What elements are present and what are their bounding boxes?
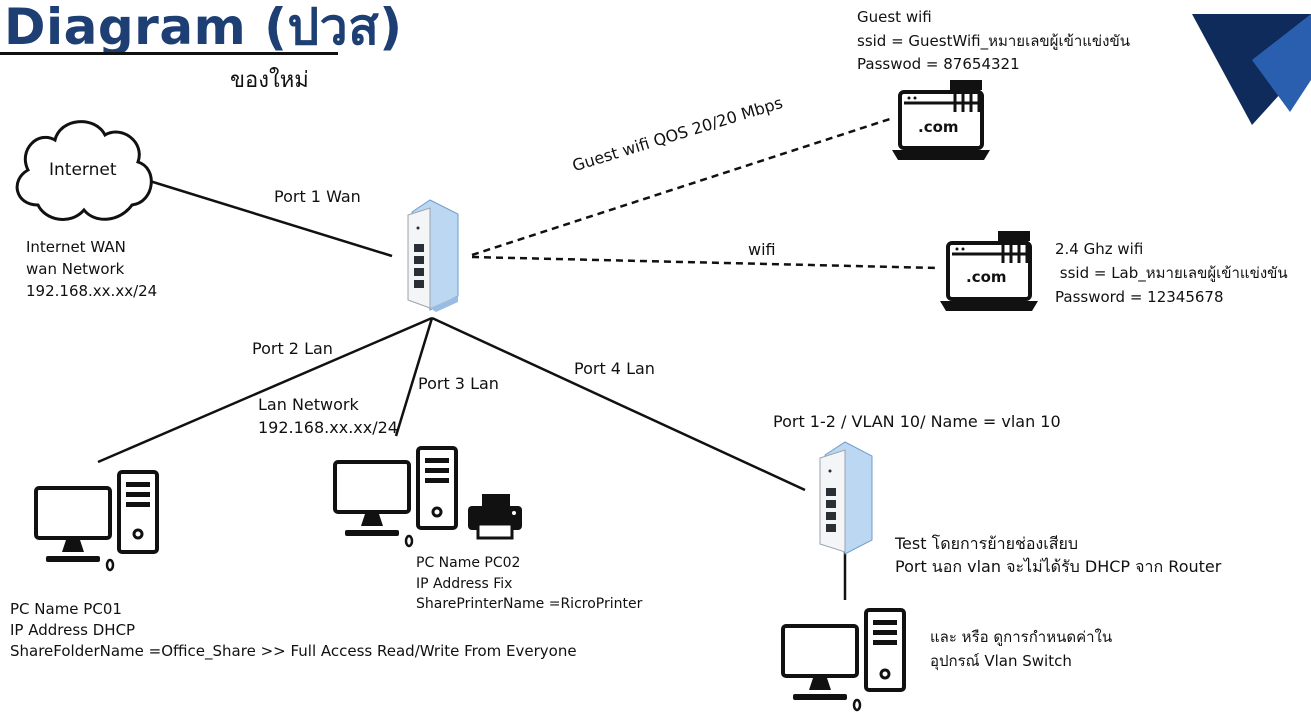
guest-laptop-text: .com bbox=[918, 118, 959, 136]
internet-info-line: wan Network bbox=[26, 260, 125, 278]
port3-link-label: Port 3 Lan bbox=[418, 374, 499, 393]
vlan-test-note-line: Test โดยการย้ายช่องเสียบ bbox=[895, 534, 1078, 553]
main-router-icon bbox=[407, 199, 459, 312]
wan-link-label: Port 1 Wan bbox=[274, 187, 361, 206]
title-underline bbox=[0, 52, 338, 55]
lab-laptop-icon bbox=[940, 231, 1038, 311]
wan-link-line bbox=[139, 176, 393, 258]
lan-network-subnet: 192.168.xx.xx/24 bbox=[258, 418, 398, 437]
pc02-info-line: IP Address Fix bbox=[416, 576, 513, 592]
internet-cloud-label: Internet bbox=[49, 160, 117, 180]
pc02-computer-icon bbox=[333, 446, 458, 548]
pc02-info-line: PC Name PC02 bbox=[416, 555, 521, 571]
port3-link-line bbox=[394, 317, 434, 437]
internet-info-line: 192.168.xx.xx/24 bbox=[26, 282, 158, 300]
vlan-switch-icon bbox=[819, 441, 873, 555]
lab-laptop-text: .com bbox=[966, 268, 1007, 286]
port2-link-label: Port 2 Lan bbox=[252, 339, 333, 358]
lab-wifi-link-label: wifi bbox=[748, 240, 776, 259]
guest-wifi-info-line: Guest wifi bbox=[857, 8, 932, 26]
pc01-computer-icon bbox=[34, 470, 159, 572]
guest-wifi-link-line bbox=[471, 116, 894, 257]
page-subtitle: ของใหม่ bbox=[230, 68, 309, 93]
vlan-config-note-line: และ หรือ ดูการกำหนดค่าใน bbox=[930, 628, 1113, 646]
page-title: Diagram (ปวส) bbox=[4, 0, 403, 56]
corner-triangle-light bbox=[1252, 14, 1311, 112]
vlan-switch-label: Port 1-2 / VLAN 10/ Name = vlan 10 bbox=[773, 412, 1061, 431]
pc01-info-line: ShareFolderName =Office_Share >> Full Ac… bbox=[10, 642, 577, 660]
guest-wifi-info-line: ssid = GuestWifi_หมายเลขผู้เข้าแข่งขัน bbox=[857, 32, 1131, 50]
pc01-info-line: IP Address DHCP bbox=[10, 621, 136, 639]
guest-laptop-icon bbox=[892, 80, 990, 160]
lab-wifi-info-line: Password = 12345678 bbox=[1055, 288, 1224, 306]
guest-wifi-info-line: Passwod = 87654321 bbox=[857, 55, 1020, 73]
internet-info-line: Internet WAN bbox=[26, 238, 126, 256]
lab-wifi-info-line: ssid = Lab_หมายเลขผู้เข้าแข่งขัน bbox=[1055, 264, 1288, 282]
lan-network-label: Lan Network bbox=[258, 395, 359, 414]
port2-link-line bbox=[97, 316, 433, 464]
pc01-info-line: PC Name PC01 bbox=[10, 600, 122, 618]
port4-link-label: Port 4 Lan bbox=[574, 359, 655, 378]
lab-wifi-link-line bbox=[471, 255, 939, 270]
vlan-test-note-line: Port นอก vlan จะไม่ได้รับ DHCP จาก Route… bbox=[895, 557, 1222, 576]
printer-icon bbox=[468, 494, 522, 540]
internet-cloud-icon bbox=[15, 120, 153, 221]
port4-link-line bbox=[431, 316, 806, 492]
pc02-info-line: SharePrinterName =RicroPrinter bbox=[416, 596, 643, 612]
vlan-config-note-line: อุปกรณ์ Vlan Switch bbox=[930, 652, 1072, 670]
lab-wifi-info-line: 2.4 Ghz wifi bbox=[1055, 240, 1144, 258]
vlan-pc-computer-icon bbox=[781, 608, 906, 712]
